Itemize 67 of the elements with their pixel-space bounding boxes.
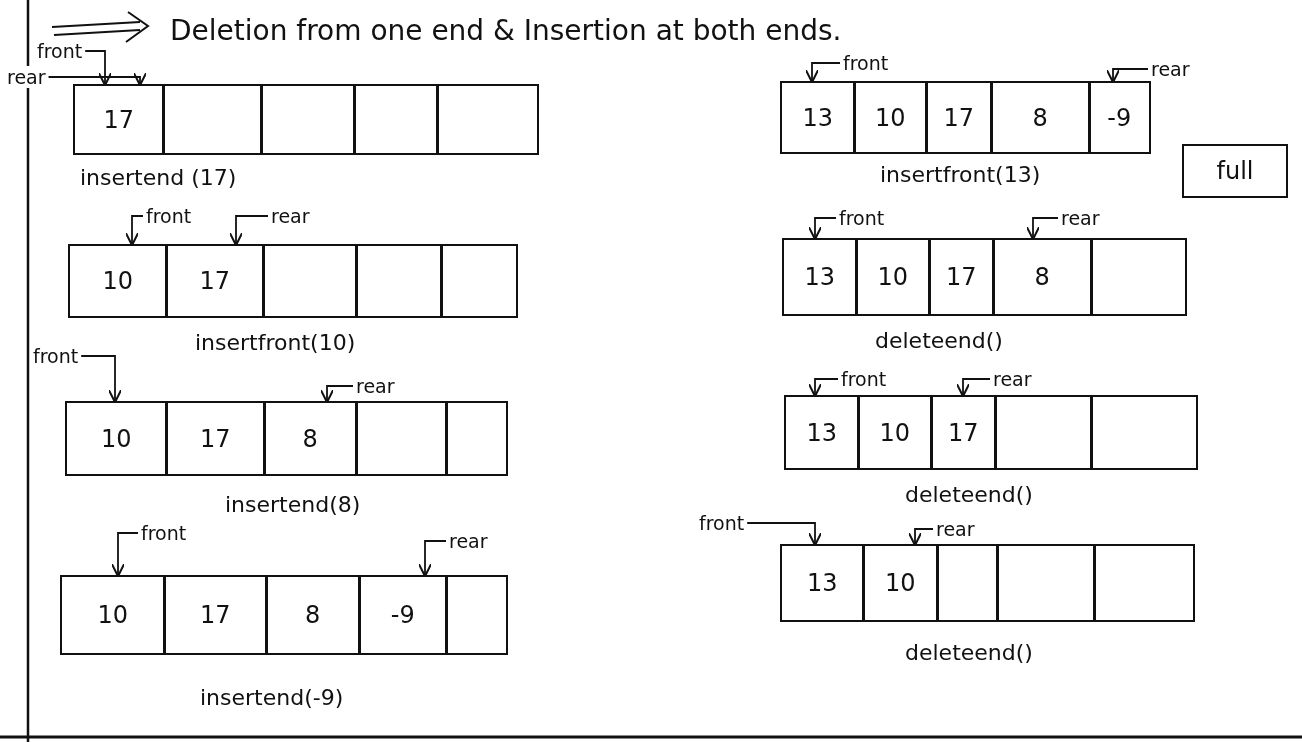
pointer-arrow xyxy=(807,217,837,241)
array-cell: 10 xyxy=(853,81,928,154)
array-cell: -9 xyxy=(1088,81,1151,154)
array-cell: 17 xyxy=(163,575,268,655)
operation-caption: insertend (17) xyxy=(80,165,237,190)
pointer-arrow xyxy=(319,385,354,404)
pointer-arrow xyxy=(1025,217,1059,241)
array-cell xyxy=(1093,544,1195,622)
operation-caption: deleteend() xyxy=(875,328,1003,353)
operation-caption: insertfront(13) xyxy=(880,162,1041,187)
array-cell xyxy=(260,84,356,155)
array-cell xyxy=(162,84,263,155)
array-cell: 8 xyxy=(992,238,1093,316)
pointer-arrow xyxy=(907,528,934,547)
array-cell: 10 xyxy=(60,575,166,655)
array-cell xyxy=(355,244,443,318)
pointer-arrow xyxy=(807,378,839,398)
array-cell: 8 xyxy=(265,575,361,655)
array-cell: 17 xyxy=(165,401,266,476)
status-box: full xyxy=(1182,144,1288,198)
array-cell: 17 xyxy=(73,84,165,155)
array-cell: -9 xyxy=(358,575,448,655)
pointer-arrow xyxy=(47,71,148,87)
array-cell xyxy=(440,244,518,318)
pointer-arrow xyxy=(955,378,991,398)
array-cell: 10 xyxy=(857,395,933,470)
array-cell xyxy=(436,84,539,155)
array-cell xyxy=(994,395,1093,470)
array-cell: 13 xyxy=(780,544,865,622)
pointer-arrow xyxy=(417,540,447,578)
array-cell: 13 xyxy=(784,395,860,470)
array-cell: 13 xyxy=(782,238,858,316)
array-cell: 17 xyxy=(928,238,995,316)
array-cell xyxy=(262,244,358,318)
pointer-arrow xyxy=(1105,68,1149,84)
pointer-arrow xyxy=(124,215,144,247)
array-cell xyxy=(1090,395,1198,470)
array-cell: 10 xyxy=(68,244,168,318)
pointer-arrow xyxy=(746,522,823,547)
operation-caption: deleteend() xyxy=(905,482,1033,507)
heading: Deletion from one end & Insertion at both ends. xyxy=(170,14,842,47)
array-cell xyxy=(355,401,448,476)
pointer-arrow xyxy=(110,532,139,578)
pointer-arrow xyxy=(80,355,123,404)
array-cell: 10 xyxy=(855,238,931,316)
array-cell: 17 xyxy=(930,395,997,470)
pointer-arrow xyxy=(228,215,269,247)
array-cell xyxy=(996,544,1096,622)
operation-caption: insertend(8) xyxy=(225,492,361,517)
array-cell xyxy=(1090,238,1187,316)
pointer-arrow xyxy=(804,62,841,84)
array-cell: 8 xyxy=(990,81,1091,154)
array-cell xyxy=(353,84,439,155)
operation-caption: insertfront(10) xyxy=(195,330,356,355)
operation-caption: deleteend() xyxy=(905,640,1033,665)
operation-caption: insertend(-9) xyxy=(200,685,344,710)
array-cell: 10 xyxy=(862,544,939,622)
array-cell xyxy=(445,575,508,655)
pointer-arrow xyxy=(84,50,113,87)
array-cell: 17 xyxy=(925,81,993,154)
array-cell: 10 xyxy=(65,401,168,476)
array-cell: 17 xyxy=(165,244,265,318)
pointer-label: rear xyxy=(6,66,47,88)
array-cell xyxy=(936,544,999,622)
array-cell xyxy=(445,401,508,476)
array-cell: 13 xyxy=(780,81,856,154)
array-cell: 8 xyxy=(263,401,358,476)
